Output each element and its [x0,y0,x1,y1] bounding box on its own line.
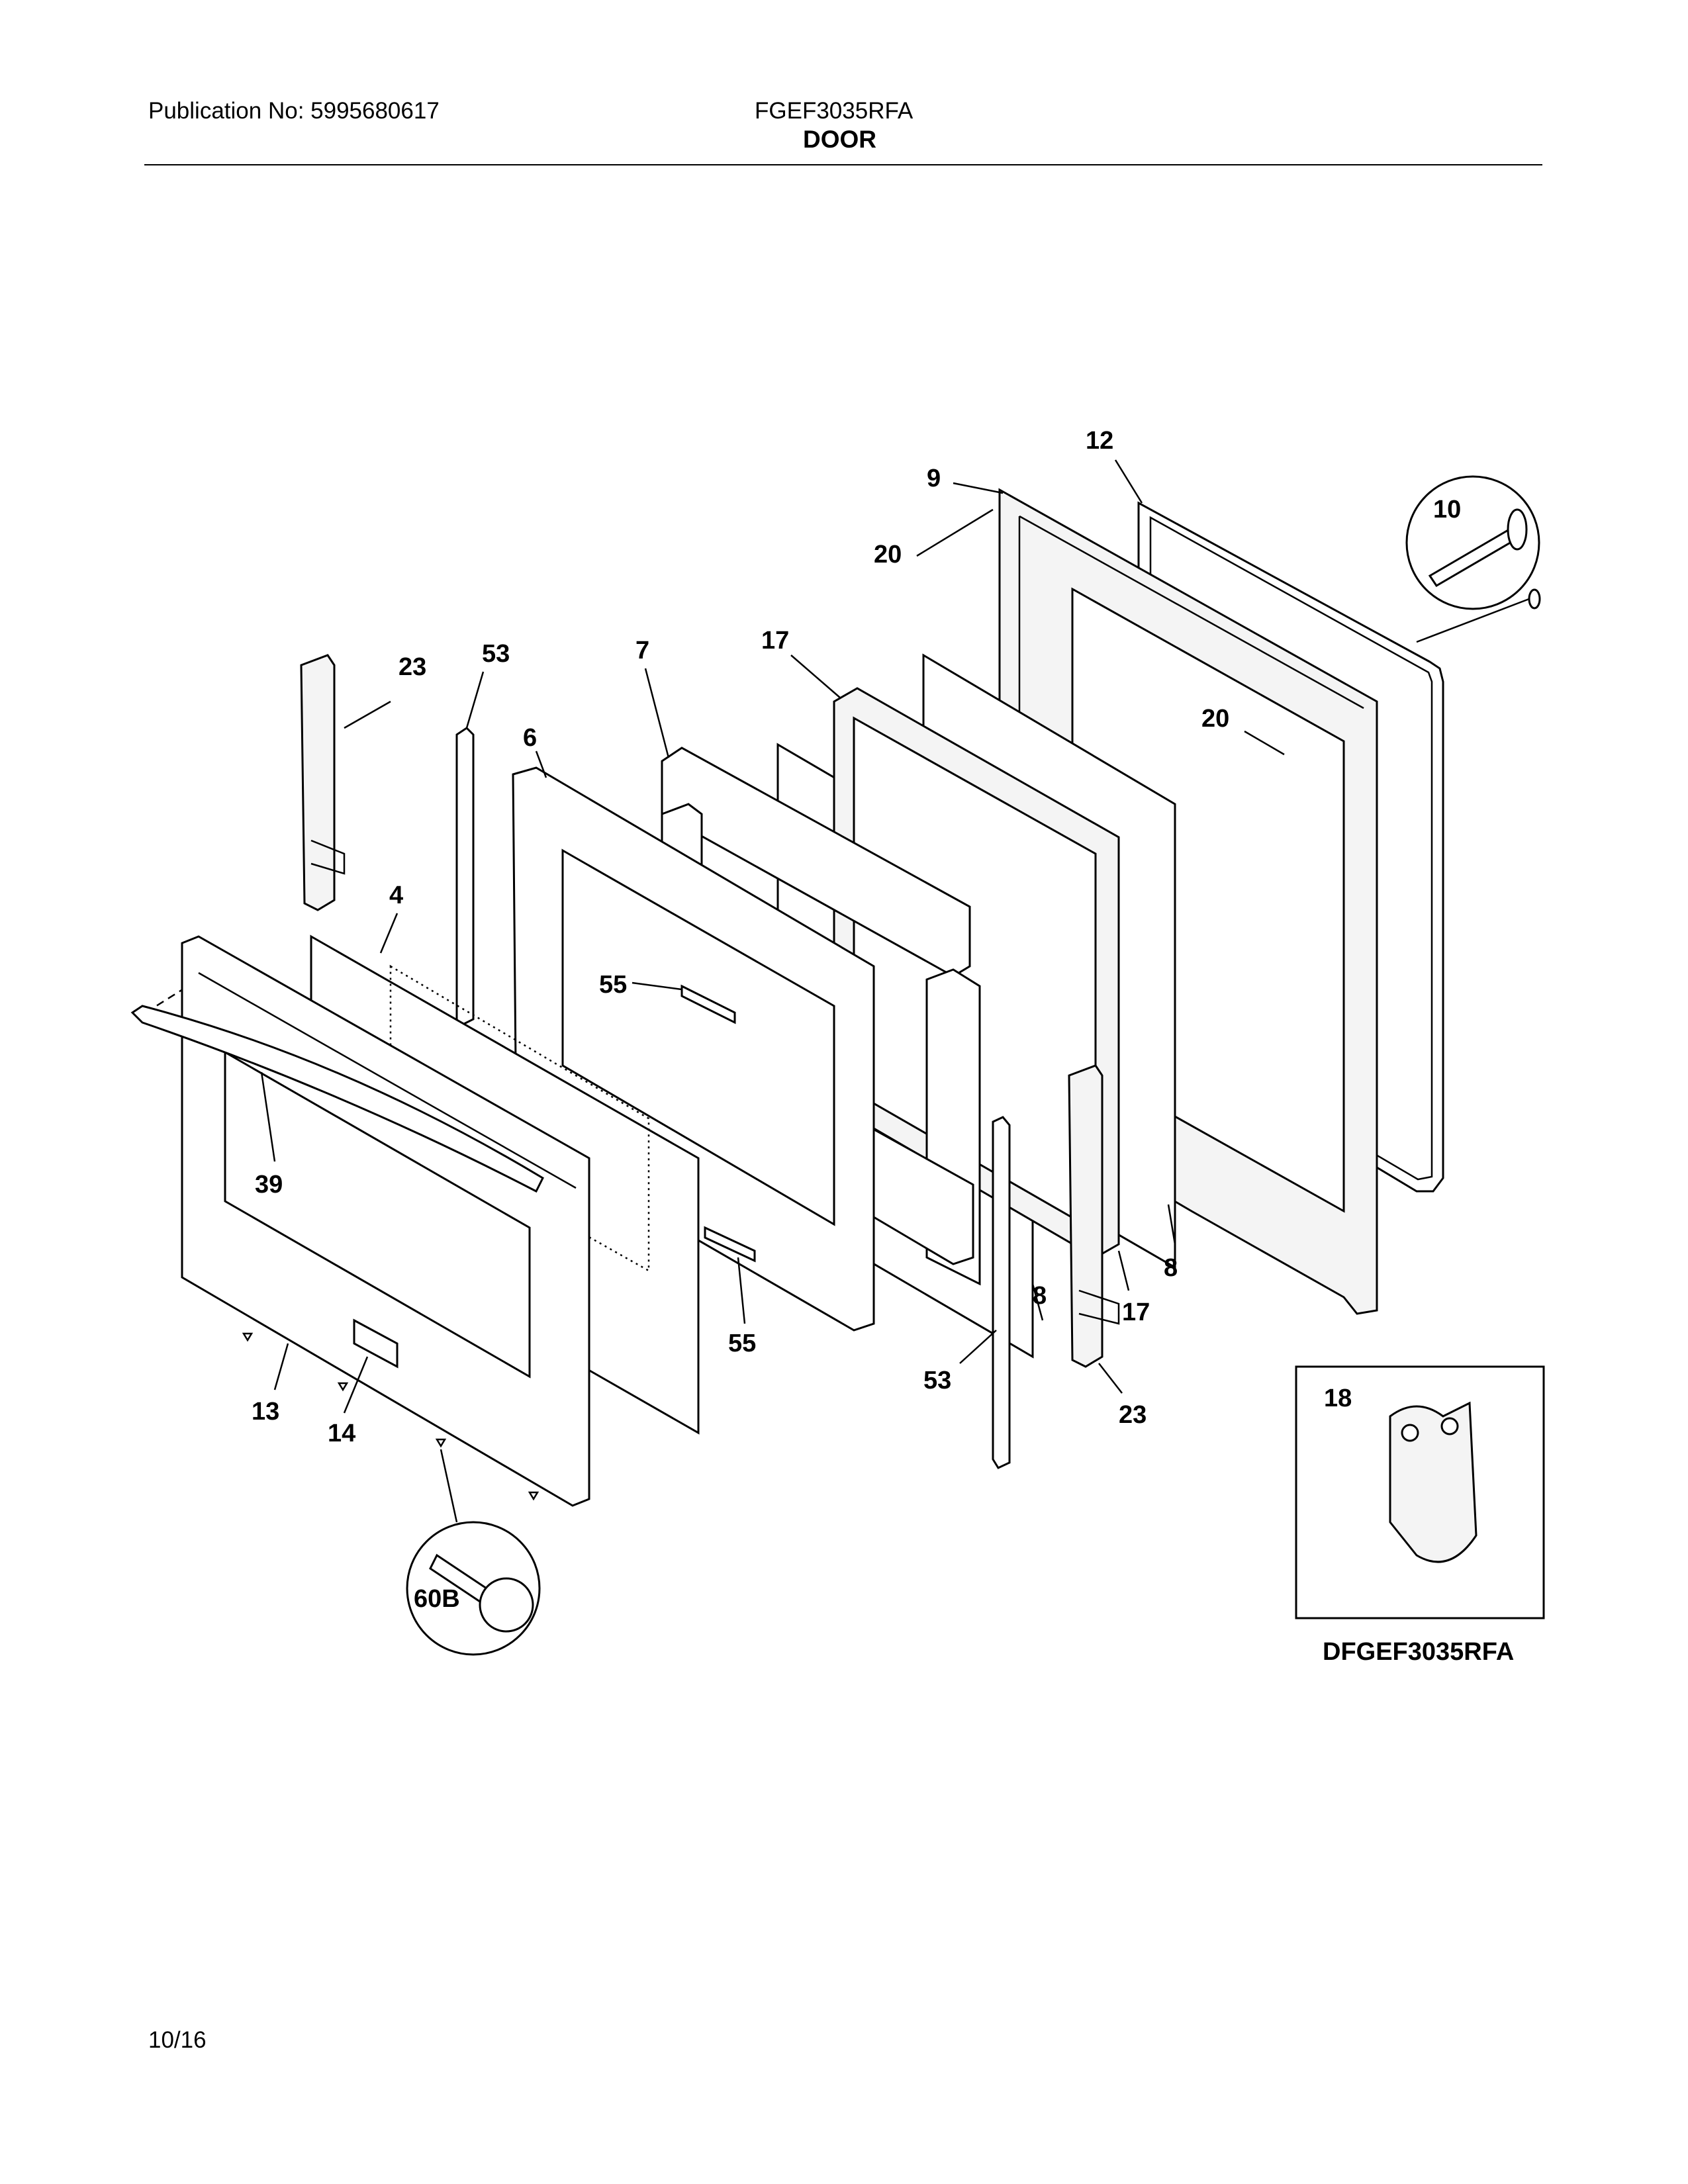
publication-number: Publication No: 5995680617 [148,98,440,124]
part-23-hinge-right [1068,1064,1103,1368]
part-18-hole-1 [1401,1424,1419,1442]
leader-17b [1117,1250,1130,1291]
callout-9: 9 [927,465,941,492]
leader-14 [343,1356,369,1414]
callout-8-left: 8 [1033,1282,1047,1310]
part-39-handle [130,1005,544,1193]
leader-20b [1244,730,1285,756]
callout-17-upper: 17 [761,627,789,655]
leader-39 [260,1071,276,1162]
callout-13: 13 [252,1398,279,1426]
part-10-leader [1416,598,1530,643]
callout-17-lower: 17 [1122,1298,1150,1326]
leader-20a [916,508,994,557]
part-18-bracket [1389,1401,1477,1563]
leader-55b [737,1257,746,1324]
leader-53b [959,1330,997,1364]
callout-8-right: 8 [1164,1254,1178,1282]
part-53-trim-right [992,1116,1011,1469]
callout-14: 14 [328,1420,355,1447]
part-10-bolt-small [1528,588,1541,610]
leader-4 [379,913,399,954]
leader-9 [953,482,1004,494]
leader-6 [535,751,547,778]
leader-53a [465,671,485,729]
callout-39: 39 [255,1171,283,1199]
callout-55-lower: 55 [728,1330,756,1357]
callout-10: 10 [1433,496,1461,523]
callout-60b: 60B [414,1585,460,1613]
part-23-hinge-right-detail [1078,1289,1120,1325]
part-18-hole-2 [1440,1417,1459,1435]
callout-55-upper: 55 [599,971,627,999]
section-title: DOOR [803,126,876,153]
leader-12 [1114,459,1143,504]
part-23-hinge-left [300,654,336,911]
leader-23b [1098,1363,1123,1394]
part-53-trim-left [455,727,475,1028]
part-14-badge [353,1318,399,1369]
leader-8b [1031,1283,1044,1321]
part-60b-leader [440,1449,458,1523]
part-13-panel-top-strip [198,972,577,1189]
part-13-door-window [224,1050,531,1379]
callout-4: 4 [389,882,403,909]
part-10-bolt-head [1507,508,1528,551]
callout-23-right: 23 [1119,1401,1147,1429]
leader-17a [790,655,841,699]
screw-3 [435,1438,447,1448]
model-number: FGEF3035RFA [755,98,914,124]
leader-13 [273,1343,289,1390]
part-23-hinge-left-detail [310,839,346,875]
leader-23a [344,700,391,729]
screw-4 [528,1491,539,1501]
callout-23-left: 23 [399,653,426,681]
part-6-frame-window [561,848,835,1226]
leader-7 [644,668,670,758]
callout-20-lower: 20 [1201,705,1229,733]
leader-55a [632,981,682,991]
alignment-axis-handle [145,978,199,1014]
part-55-clip-lower [704,1226,756,1263]
callout-53-left: 53 [482,640,510,668]
screw-2 [337,1382,349,1392]
screw-1 [242,1332,254,1342]
callout-53-right: 53 [923,1367,951,1394]
inset-code: DFGEF3035RFA [1323,1638,1514,1666]
revision-date: 10/16 [148,2027,207,2053]
callout-7: 7 [635,637,649,664]
callout-12: 12 [1086,427,1113,455]
callout-20-upper: 20 [874,541,902,569]
header-rule [144,164,1542,165]
leader-8a [1167,1204,1176,1245]
callout-18: 18 [1324,1385,1352,1412]
part-60b-screw-head [479,1577,534,1633]
callout-6: 6 [523,724,537,752]
part-55-clip-upper [680,984,736,1024]
